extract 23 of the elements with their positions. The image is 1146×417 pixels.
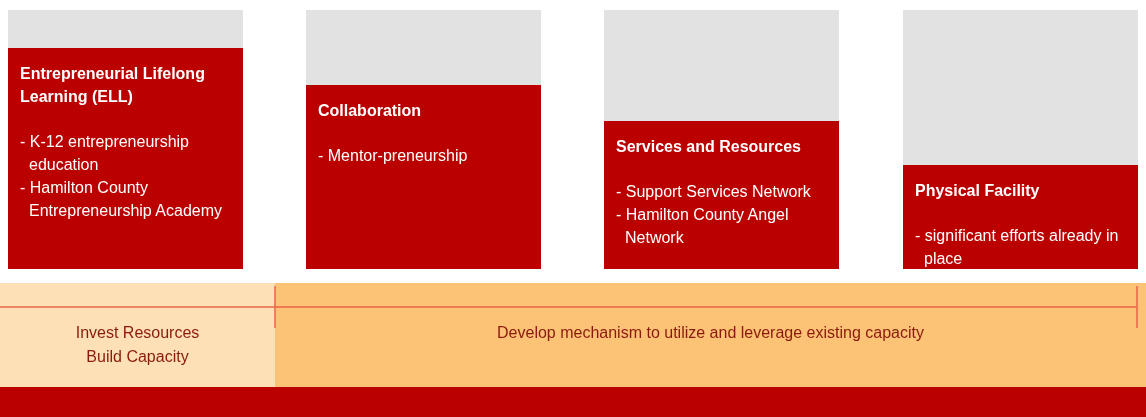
bullet-item: - Hamilton County Entrepreneurship Academy bbox=[20, 178, 223, 221]
bullet-item: - Support Services Network bbox=[616, 182, 812, 202]
phase-band bbox=[275, 283, 1146, 387]
box-heading: Entrepreneurial Lifelong Learning (ELL) bbox=[20, 64, 206, 107]
category-box bbox=[604, 121, 839, 269]
band-label: Develop mechanism to utilize and leverage existing capacity bbox=[496, 323, 925, 343]
category-box bbox=[8, 48, 243, 269]
band-label: Invest Resources Build Capacity bbox=[74, 323, 201, 367]
bullet-item: - Hamilton County Angel Network bbox=[616, 205, 790, 248]
phase-band bbox=[0, 283, 275, 387]
base-band bbox=[0, 387, 1146, 417]
box-heading: Physical Facility bbox=[915, 181, 1041, 201]
bullet-item: - K-12 entrepreneurship education bbox=[20, 132, 190, 175]
level-bar bbox=[8, 10, 243, 48]
level-bar bbox=[903, 10, 1138, 165]
bullet-item: - Mentor-preneurship bbox=[318, 146, 469, 166]
level-bar bbox=[306, 10, 541, 85]
bullet-item: - significant efforts already in place bbox=[915, 226, 1120, 269]
category-box bbox=[306, 85, 541, 269]
box-heading: Collaboration bbox=[318, 101, 423, 121]
category-box bbox=[903, 165, 1138, 269]
box-heading: Services and Resources bbox=[616, 137, 802, 157]
level-bar bbox=[604, 10, 839, 121]
